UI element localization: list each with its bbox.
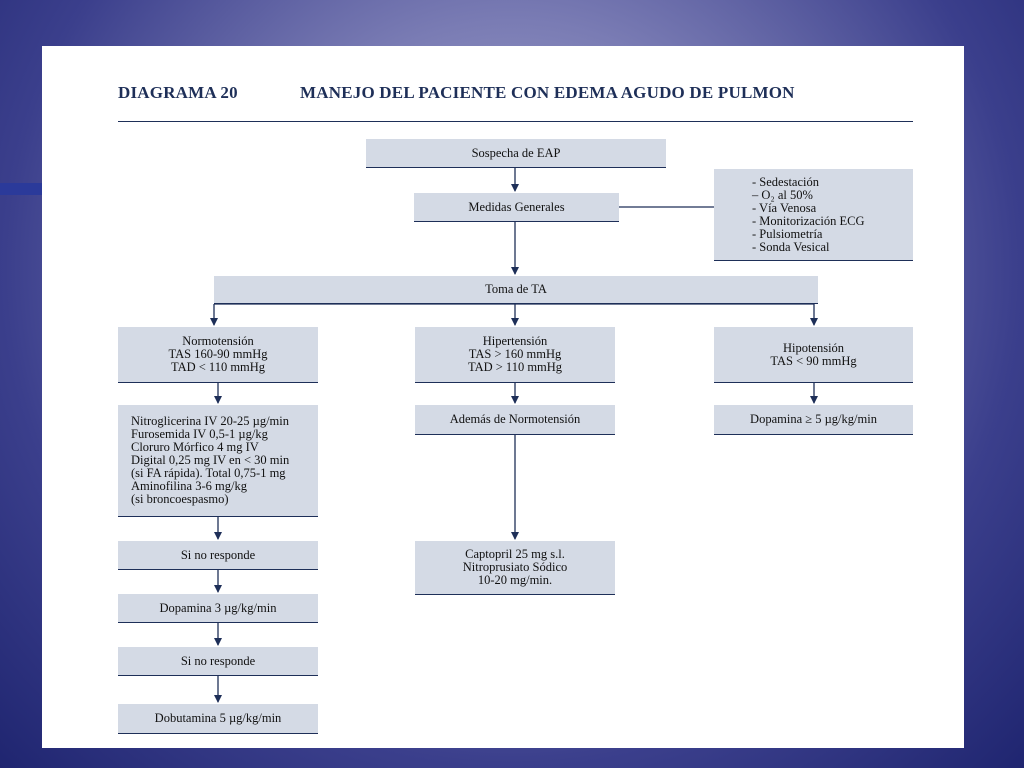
normo-line: Normotensión [182,334,254,348]
hipo-line: Hipotensión [782,340,845,355]
captopril-line: 10-20 mg/min. [477,573,553,587]
treatment-line: Nitroglicerina IV 20-25 µg/min [131,414,289,428]
hiper-line: Hipertensión [482,334,548,348]
hipo-line: TAS < 90 mmHg [770,353,857,368]
diagram-title: MANEJO DEL PACIENTE CON EDEMA AGUDO DE P… [300,83,795,102]
node-captopril: Captopril 25 mg s.l. Nitroprusiato Sódic… [415,541,615,595]
node-ademas-normotension: Además de Normotensión [415,405,615,435]
normo-line: TAD < 110 mmHg [170,360,266,374]
normo-line: TAS 160-90 mmHg [168,347,268,361]
treatment-line: Digital 0,25 mg IV en < 30 min [131,453,290,467]
medidas-item: - Vía Venosa [752,200,817,215]
hiper-line: TAS > 160 mmHg [468,347,562,361]
treatment-line: (si FA rápida). Total 0,75-1 mg [131,466,286,480]
dopamina5-line: Dopamina ≥ 5 µg/kg/min [750,412,877,426]
medidas-item: - Monitorización ECG [752,213,865,228]
node-medidas-list: - Sedestación – O₂ al 50% - Vía Venosa -… [714,169,913,261]
hiper-line: TAD > 110 mmHg [467,360,563,374]
node-toma-line: Toma de TA [485,282,547,296]
node-si-no-responde-2: Si no responde [118,647,318,676]
si-no-line: Si no responde [180,653,256,668]
node-normo-treatment: Nitroglicerina IV 20-25 µg/min Furosemid… [118,405,318,517]
node-medidas-generales: Medidas Generales [414,193,619,222]
medidas-item: - Pulsiometría [752,226,823,241]
treatment-line: Cloruro Mórfico 4 mg IV [131,440,259,454]
dopamina3-line: Dopamina 3 µg/kg/min [159,600,277,615]
treatment-line: (si broncoespasmo) [131,492,229,506]
node-medidas-line: Medidas Generales [468,199,565,214]
title-divider [118,121,913,122]
node-dopamina-5: Dopamina ≥ 5 µg/kg/min [714,405,913,435]
node-si-no-responde-1: Si no responde [118,541,318,570]
dobutamina-line: Dobutamina 5 µg/kg/min [154,711,282,725]
node-hipertension: Hipertensión TAS > 160 mmHg TAD > 110 mm… [415,327,615,383]
treatment-line: Aminofilina 3-6 mg/kg [131,479,247,493]
slide-accent-bar [0,183,42,195]
node-sospecha-eap: Sospecha de EAP [366,139,666,168]
node-toma-ta: Toma de TA [214,276,818,304]
node-dopamina-3: Dopamina 3 µg/kg/min [118,594,318,623]
node-sospecha-line: Sospecha de EAP [471,145,561,160]
connector-lines [210,168,818,703]
medidas-item: - Sonda Vesical [752,239,830,254]
captopril-line: Captopril 25 mg s.l. [465,547,565,561]
ademas-line: Además de Normotensión [449,412,581,426]
node-normotension: Normotensión TAS 160-90 mmHg TAD < 110 m… [118,327,318,383]
medidas-item: – O₂ al 50% [752,187,813,202]
medidas-item: - Sedestación [752,174,819,189]
node-dobutamina: Dobutamina 5 µg/kg/min [118,704,318,734]
treatment-line: Furosemida IV 0,5-1 µg/kg [131,427,268,441]
si-no-line: Si no responde [180,547,256,562]
diagram-number: DIAGRAMA 20 [118,83,238,102]
slide-page: DIAGRAMA 20 MANEJO DEL PACIENTE CON EDEM… [42,46,964,748]
node-hipotension: Hipotensión TAS < 90 mmHg [714,327,913,383]
captopril-line: Nitroprusiato Sódico [462,560,568,574]
